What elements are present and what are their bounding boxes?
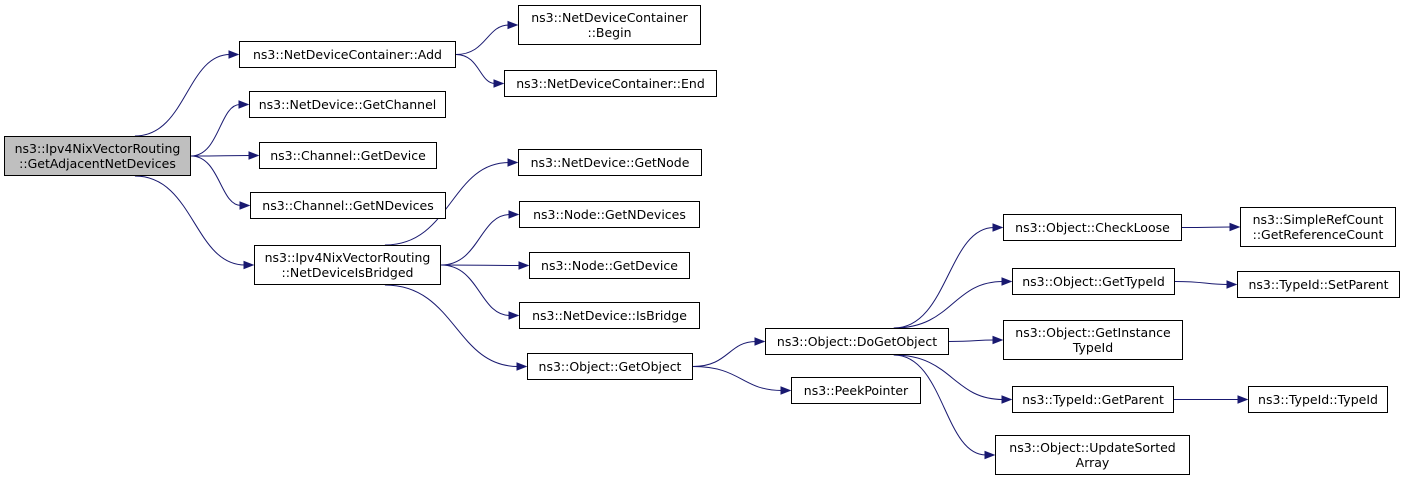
node-netdevice-isbridge[interactable]: ns3::NetDevice::IsBridge (519, 302, 700, 329)
edge-root-to-nd_getchannel (190, 104, 241, 157)
arrowhead-isbridged-to-node_getndevices (508, 210, 520, 219)
arrowhead-obj_dogetobject-to-obj_checkloose (992, 223, 1004, 232)
arrowhead-obj_checkloose-to-srefcount (1229, 222, 1241, 232)
edge-obj_dogetobject-to-obj_gettypeid (893, 281, 1004, 329)
node-peekpointer[interactable]: ns3::PeekPointer (791, 377, 921, 404)
arrowhead-isbridged-to-obj_getobject (516, 362, 528, 371)
arrowhead-ndc_add-to-ndc_end (493, 79, 505, 88)
node-channel-getndevices[interactable]: ns3::Channel::GetNDevices (250, 192, 446, 219)
arrowhead-root-to-ch_getdevice (248, 151, 260, 160)
node-node-getndevices[interactable]: ns3::Node::GetNDevices (519, 201, 700, 228)
node-typeid-getparent[interactable]: ns3::TypeId::GetParent (1012, 386, 1174, 413)
edge-obj_checkloose-to-srefcount (1181, 226, 1232, 228)
arrowhead-obj_gettypeid-to-typeid_setparent (1226, 280, 1238, 289)
arrowhead-ndc_add-to-ndc_begin (507, 20, 519, 30)
edge-ndc_add-to-ndc_end (455, 54, 496, 84)
edge-root-to-ch_getdevice (190, 155, 251, 157)
node-netdevicecontainer-add[interactable]: ns3::NetDeviceContainer::Add (239, 41, 456, 68)
edge-obj_dogetobject-to-typeid_getparent (893, 354, 1004, 400)
edge-obj_dogetobject-to-obj_getinstancetypeid (948, 339, 995, 342)
arrowhead-obj_getobject-to-peekpointer (780, 386, 792, 395)
node-netdeviceisbridged[interactable]: ns3::Ipv4NixVectorRouting ::NetDeviceIsB… (254, 245, 441, 285)
node-typeid-typeid[interactable]: ns3::TypeId::TypeId (1248, 386, 1388, 413)
edge-layer (134, 20, 1249, 460)
node-object-dogetobject[interactable]: ns3::Object::DoGetObject (765, 328, 949, 355)
arrowhead-obj_dogetobject-to-obj_updatesortedarray (984, 450, 996, 460)
arrowhead-root-to-nd_getchannel (238, 100, 250, 109)
node-typeid-setparent[interactable]: ns3::TypeId::SetParent (1237, 271, 1400, 298)
edge-isbridged-to-node_getdevice (440, 264, 521, 266)
edge-obj_dogetobject-to-obj_checkloose (893, 227, 995, 329)
arrowhead-root-to-isbridged (243, 260, 255, 270)
node-channel-getdevice[interactable]: ns3::Channel::GetDevice (259, 142, 437, 169)
node-object-getobject[interactable]: ns3::Object::GetObject (527, 353, 693, 380)
edge-root-to-ch_getndevices (190, 155, 242, 206)
node-object-checkloose[interactable]: ns3::Object::CheckLoose (1003, 214, 1182, 241)
edge-isbridged-to-obj_getobject (384, 284, 519, 367)
edge-isbridged-to-nd_isbridge (440, 264, 511, 316)
node-object-updatesortedarray[interactable]: ns3::Object::UpdateSorted Array (995, 435, 1190, 475)
node-object-gettypeid[interactable]: ns3::Object::GetTypeId (1012, 268, 1175, 295)
node-netdevice-getnode[interactable]: ns3::NetDevice::GetNode (518, 149, 702, 176)
edge-obj_getobject-to-peekpointer (692, 366, 783, 391)
node-root: ns3::Ipv4NixVectorRouting ::GetAdjacentN… (4, 136, 191, 176)
node-simplerefcount-getreferencecount[interactable]: ns3::SimpleRefCount ::GetReferenceCount (1240, 207, 1396, 247)
arrowhead-obj_dogetobject-to-obj_gettypeid (1001, 277, 1013, 286)
node-netdevice-getchannel[interactable]: ns3::NetDevice::GetChannel (249, 91, 446, 118)
edge-obj_gettypeid-to-typeid_setparent (1174, 281, 1229, 285)
arrowhead-isbridged-to-node_getdevice (518, 261, 530, 270)
arrowhead-isbridged-to-nd_isbridge (508, 311, 520, 320)
arrowhead-obj_getobject-to-obj_dogetobject (754, 337, 766, 346)
edge-root-to-ndc_add (134, 54, 231, 137)
edge-obj_dogetobject-to-obj_updatesortedarray (893, 354, 987, 456)
edge-isbridged-to-nd_getnode (384, 162, 510, 246)
arrowhead-obj_dogetobject-to-typeid_getparent (1001, 395, 1013, 404)
arrowhead-typeid_getparent-to-typeid_typeid (1237, 395, 1249, 404)
arrowhead-root-to-ch_getndevices (239, 201, 251, 210)
edge-obj_getobject-to-obj_dogetobject (692, 341, 757, 367)
node-netdevicecontainer-end[interactable]: ns3::NetDeviceContainer::End (504, 70, 717, 97)
arrowhead-root-to-ndc_add (228, 50, 240, 59)
node-netdevicecontainer-begin[interactable]: ns3::NetDeviceContainer ::Begin (518, 5, 701, 45)
edge-ndc_add-to-ndc_begin (455, 24, 510, 55)
node-node-getdevice[interactable]: ns3::Node::GetDevice (529, 252, 690, 279)
edge-root-to-isbridged (134, 175, 246, 266)
arrowhead-isbridged-to-nd_getnode (507, 158, 519, 167)
edge-isbridged-to-node_getndevices (440, 214, 511, 266)
arrowhead-obj_dogetobject-to-obj_getinstancetypeid (992, 335, 1004, 345)
node-object-getinstancetypeid[interactable]: ns3::Object::GetInstance TypeId (1003, 320, 1183, 360)
